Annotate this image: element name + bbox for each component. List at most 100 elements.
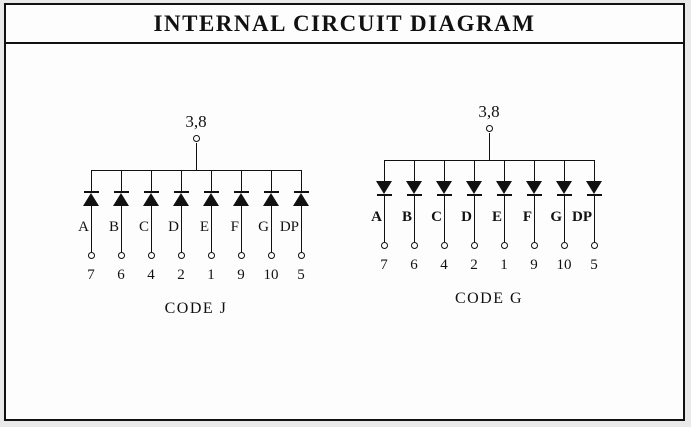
pin-terminal	[117, 252, 125, 259]
diode-down-icon	[586, 181, 602, 194]
branch-dp: 5 DP	[280, 171, 316, 284]
diode-cathode-bar	[203, 191, 219, 193]
branch-d: 2 D	[166, 171, 196, 284]
title-bar: INTERNAL CIRCUIT DIAGRAM	[6, 5, 683, 44]
diode-cathode-bar	[233, 191, 249, 193]
segment-label: C	[431, 209, 442, 225]
diode-down-icon	[556, 181, 572, 194]
wire	[593, 161, 595, 181]
wire	[503, 196, 505, 242]
diode-up-icon	[83, 193, 99, 206]
diode-down-icon	[376, 181, 392, 194]
wire	[240, 206, 242, 252]
pin-number: 4	[147, 267, 155, 283]
diode-cathode-bar	[436, 194, 452, 196]
common-pin-label: 3,8	[478, 102, 500, 121]
branch-f: 9 F	[226, 171, 256, 284]
pin-terminal	[560, 242, 568, 249]
segment-branches: 7 A 6 B 4	[76, 171, 316, 284]
wire	[210, 171, 212, 191]
segment-label: E	[199, 219, 209, 235]
pin-number: 10	[263, 267, 279, 283]
common-pin-label: 3,8	[185, 112, 207, 131]
diode-up-icon	[173, 193, 189, 206]
wire	[563, 161, 565, 181]
pin-number: 7	[87, 267, 95, 283]
page-title: INTERNAL CIRCUIT DIAGRAM	[153, 10, 536, 36]
diode-cathode-bar	[406, 194, 422, 196]
common-terminal	[486, 125, 493, 132]
wire	[180, 206, 182, 252]
segment-label: A	[371, 209, 382, 225]
diagram-frame: INTERNAL CIRCUIT DIAGRAM 3,8 7 A	[4, 3, 685, 421]
common-bus-wire	[91, 170, 302, 171]
branch-e: 1 E	[489, 161, 519, 274]
diode-up-icon	[113, 193, 129, 206]
segment-label: E	[491, 209, 502, 225]
wire	[300, 171, 302, 191]
wire	[489, 133, 490, 160]
pin-number: 2	[470, 257, 478, 273]
diode-up-icon	[203, 193, 219, 206]
wire	[270, 206, 272, 252]
pin-terminal	[470, 242, 478, 249]
branch-a: 7 A	[76, 171, 106, 284]
diode-cathode-bar	[466, 194, 482, 196]
code-g-diagram: 3,8 7 A	[369, 102, 609, 308]
branch-g: 10 G	[256, 171, 286, 284]
diode-cathode-bar	[526, 194, 542, 196]
pin-number: 6	[410, 257, 418, 273]
pin-number: 9	[237, 267, 245, 283]
diode-down-icon	[466, 181, 482, 194]
diode-up-icon	[263, 193, 279, 206]
code-label: CODE G	[454, 290, 524, 307]
segment-branches: 7 A 6 B 4	[369, 161, 609, 274]
diode-up-icon	[233, 193, 249, 206]
pin-terminal	[87, 252, 95, 259]
branch-b: 6 B	[399, 161, 429, 274]
pin-terminal	[237, 252, 245, 259]
pin-terminal	[410, 242, 418, 249]
wire	[473, 196, 475, 242]
common-stem: 3,8	[76, 112, 316, 170]
diode-up-icon	[293, 193, 309, 206]
diode-cathode-bar	[83, 191, 99, 193]
wire	[240, 171, 242, 191]
segment-label: F	[522, 209, 532, 225]
wire	[90, 171, 92, 191]
wire	[383, 161, 385, 181]
pin-number: 7	[380, 257, 388, 273]
pin-number: 2	[177, 267, 185, 283]
diode-cathode-bar	[113, 191, 129, 193]
diode-down-icon	[436, 181, 452, 194]
segment-label: B	[108, 219, 119, 235]
pin-number: 5	[590, 257, 598, 273]
pin-terminal	[267, 252, 275, 259]
diode-cathode-bar	[586, 194, 602, 196]
pin-terminal	[500, 242, 508, 249]
common-bus-wire	[384, 160, 595, 161]
diode-down-icon	[526, 181, 542, 194]
code-j-diagram: 3,8 7 A	[76, 112, 316, 318]
diode-down-icon	[406, 181, 422, 194]
branch-a: 7 A	[369, 161, 399, 274]
wire	[210, 206, 212, 252]
diode-cathode-bar	[496, 194, 512, 196]
pin-number: 6	[117, 267, 125, 283]
branch-b: 6 B	[106, 171, 136, 284]
wire	[413, 161, 415, 181]
wire	[120, 171, 122, 191]
wire	[503, 161, 505, 181]
pin-number: 4	[440, 257, 448, 273]
segment-label: F	[230, 219, 239, 235]
branch-g: 10 G	[549, 161, 579, 274]
branch-c: 4 C	[429, 161, 459, 274]
pin-terminal	[207, 252, 215, 259]
diode-cathode-bar	[173, 191, 189, 193]
wire	[533, 161, 535, 181]
diode-up-icon	[143, 193, 159, 206]
pin-terminal	[440, 242, 448, 249]
diode-cathode-bar	[376, 194, 392, 196]
pin-number: 5	[297, 267, 305, 283]
segment-label: G	[258, 219, 269, 235]
